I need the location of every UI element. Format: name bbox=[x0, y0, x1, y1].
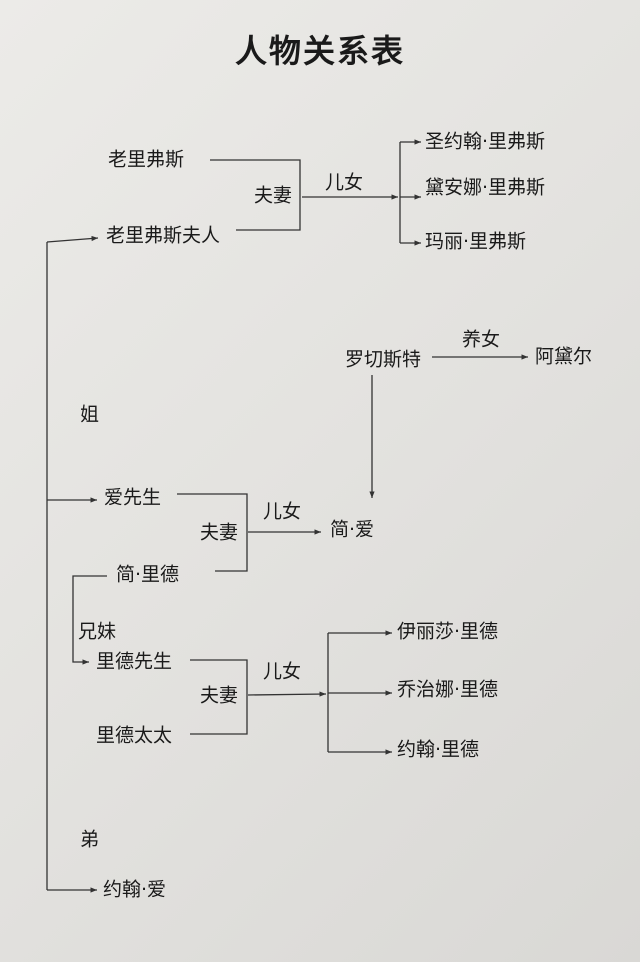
eyre-mother: 简·里德 bbox=[116, 563, 180, 586]
reed-mother: 里德太太 bbox=[96, 724, 173, 747]
reed-child: 约翰·里德 bbox=[397, 738, 480, 761]
rochester-relation-label: 养女 bbox=[462, 328, 501, 351]
eyre-father: 爱先生 bbox=[104, 486, 162, 509]
sibling-label: 兄妹 bbox=[78, 620, 117, 643]
rivers-child: 玛丽·里弗斯 bbox=[425, 230, 527, 253]
reed-children-label: 儿女 bbox=[263, 660, 302, 683]
eyre-child: 简·爱 bbox=[330, 518, 375, 541]
brother-label: 弟 bbox=[80, 828, 100, 851]
reed-father: 里德先生 bbox=[96, 650, 173, 673]
trunk-to-rivers-mother bbox=[46, 235, 99, 243]
reed-couple-label: 夫妻 bbox=[200, 684, 239, 707]
rochester-name: 罗切斯特 bbox=[345, 348, 422, 371]
reed-couple-bracket bbox=[190, 659, 248, 735]
rochester-ward: 阿黛尔 bbox=[535, 345, 593, 368]
reed-child: 乔治娜·里德 bbox=[397, 678, 499, 701]
rivers-couple-label: 夫妻 bbox=[254, 184, 293, 207]
rivers-father: 老里弗斯 bbox=[108, 148, 185, 171]
reed-child: 伊丽莎·里德 bbox=[397, 620, 499, 643]
rivers-child: 黛安娜·里弗斯 bbox=[425, 176, 546, 199]
rivers-child: 圣约翰·里弗斯 bbox=[425, 130, 546, 153]
eyre-couple-bracket bbox=[177, 493, 248, 572]
rivers-children-label: 儿女 bbox=[325, 171, 364, 194]
reed-sibling-bracket bbox=[72, 575, 107, 665]
eyre-couple-label: 夫妻 bbox=[200, 521, 239, 544]
sister-label: 姐 bbox=[80, 403, 100, 426]
reed-children-arrow bbox=[247, 691, 327, 697]
rivers-mother: 老里弗斯夫人 bbox=[106, 224, 221, 247]
page-title: 人物关系表 bbox=[234, 32, 405, 70]
eyre-children-label: 儿女 bbox=[263, 500, 302, 523]
john-eyre: 约翰·爱 bbox=[103, 878, 167, 901]
rivers-couple-bracket bbox=[210, 159, 301, 231]
